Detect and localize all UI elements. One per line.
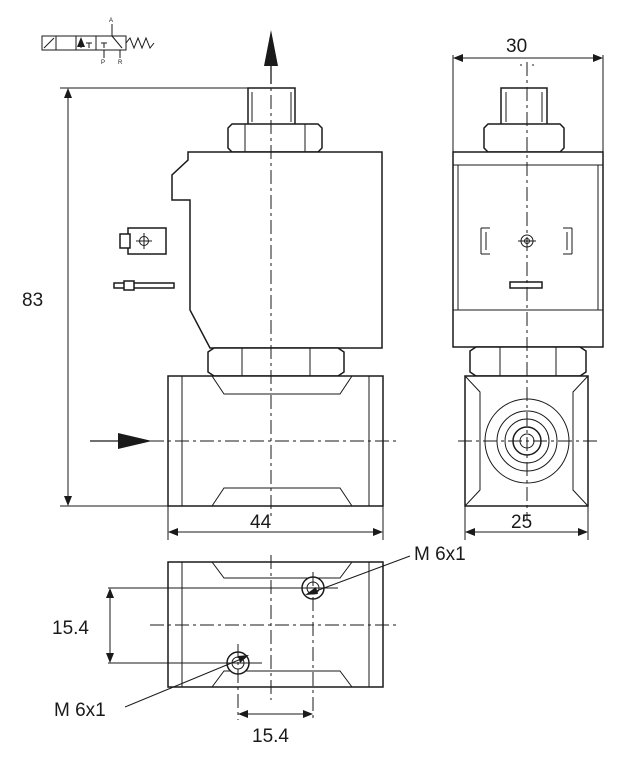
dimension-top-width: 30 <box>452 36 604 152</box>
symbol-port-r-label: R <box>118 60 123 66</box>
dimension-hole-vertical: 15.4 <box>52 588 114 663</box>
bottom-view <box>108 555 400 720</box>
side-coil-housing <box>452 151 604 348</box>
dimension-height: 83 <box>22 87 248 507</box>
dimension-side-width-label: 25 <box>511 512 532 533</box>
symbol-port-a-label: A <box>109 18 113 24</box>
thread-label-lower: M 6x1 <box>54 700 106 721</box>
dimension-height-label: 83 <box>22 290 43 311</box>
dimension-top-width-label: 30 <box>506 36 527 57</box>
side-pin-right <box>563 227 573 255</box>
pneumatic-valve-symbol: A P R <box>41 18 155 66</box>
thread-callout-upper: M 6x1 <box>305 544 466 595</box>
dimension-hole-vertical-label: 15.4 <box>52 618 89 639</box>
side-upper-nut <box>483 123 565 153</box>
dimension-front-width-label: 44 <box>250 512 272 533</box>
thread-callout-lower: M 6x1 <box>54 655 249 721</box>
thread-label-upper: M 6x1 <box>414 544 466 565</box>
front-upper-nut <box>227 123 323 153</box>
front-terminal-pin <box>113 282 175 289</box>
dimension-hole-horizontal: 15.4 <box>238 710 313 747</box>
front-coil-housing <box>171 151 383 349</box>
side-pin-left <box>480 227 490 255</box>
side-view <box>452 62 604 520</box>
symbol-left-square <box>55 35 77 51</box>
side-lower-nut <box>469 346 587 377</box>
symbol-port-p-label: P <box>101 60 105 66</box>
inlet-flow-arrow <box>118 433 152 449</box>
dimension-side-width: 25 <box>464 506 589 540</box>
symbol-spring <box>125 36 155 50</box>
dimension-front-width: 44 <box>167 506 384 540</box>
dimension-hole-horizontal-label: 15.4 <box>252 726 289 747</box>
front-lower-nut <box>207 347 345 377</box>
outlet-flow-arrow <box>264 30 278 66</box>
side-top-fitting <box>500 87 548 127</box>
front-view <box>90 30 400 520</box>
side-ground-pin <box>509 281 543 289</box>
